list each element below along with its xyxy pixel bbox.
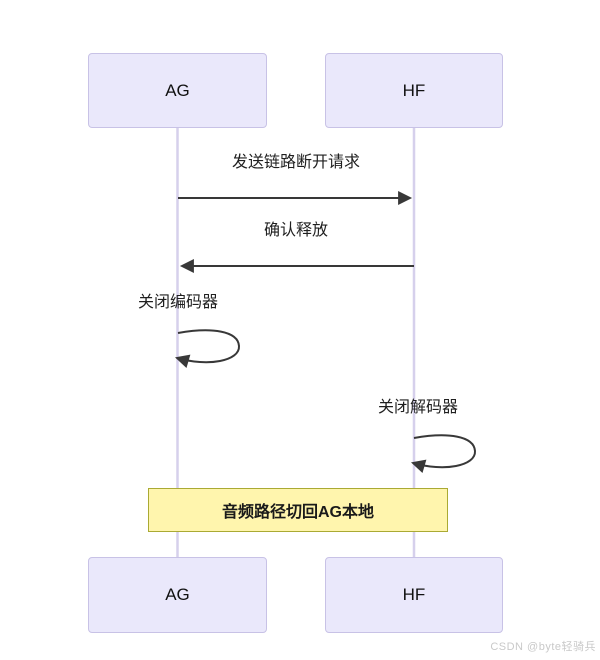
actor-ag-top: AG [88,53,267,128]
message-label-close-encoder: 关闭编码器 [137,294,218,311]
actor-hf-top: HF [325,53,503,128]
note-audio-path-switch: 音频路径切回AG本地 [148,488,448,532]
self-loop-ag-close-encoder [174,329,241,369]
message-label-close-decoder: 关闭解码器 [377,399,458,416]
csdn-watermark: CSDN @byte轻骑兵 [490,641,596,653]
message-label-confirm-release: 确认释放 [263,222,328,239]
message-label-send-disconnect-request: 发送链路断开请求 [231,154,360,171]
actor-ag-bottom: AG [88,557,267,633]
self-loop-hf-close-decoder [410,434,477,474]
actor-hf-bottom: HF [325,557,503,633]
